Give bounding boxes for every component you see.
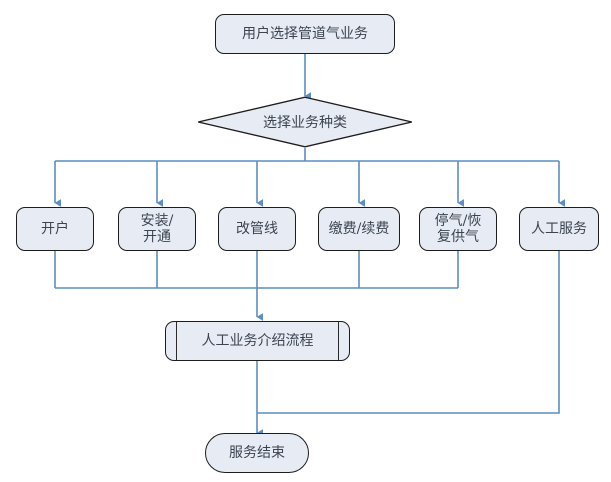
node-option-jiaofei-xufei[interactable]: 缴费/续费 [318, 207, 400, 251]
node-decision[interactable]: 选择业务种类 [197, 96, 413, 148]
process-bar-left [176, 322, 177, 360]
node-option-4-label: 缴费/续费 [328, 220, 390, 237]
node-start[interactable]: 用户选择管道气业务 [215, 14, 395, 54]
node-option-1-label: 开户 [41, 220, 69, 237]
node-option-rengong-fuwu[interactable]: 人工服务 [519, 207, 599, 251]
node-process-label: 人工业务介绍流程 [201, 332, 314, 349]
node-decision-label: 选择业务种类 [263, 115, 347, 131]
node-option-6-label: 人工服务 [531, 220, 587, 237]
diamond-shape [198, 96, 412, 148]
node-end[interactable]: 服务结束 [205, 433, 309, 473]
node-option-3-label: 改管线 [236, 220, 278, 237]
node-option-kaihu[interactable]: 开户 [16, 207, 94, 251]
node-start-label: 用户选择管道气业务 [242, 25, 368, 42]
node-option-anzhuang-kaitong[interactable]: 安装/ 开通 [118, 207, 196, 251]
node-option-tingqi-huifu[interactable]: 停气/恢 复供气 [419, 207, 497, 251]
node-process-manual-intro[interactable]: 人工业务介绍流程 [165, 321, 350, 361]
node-option-2-label: 安装/ 开通 [140, 212, 174, 245]
node-end-label: 服务结束 [229, 444, 285, 461]
node-option-gaiguanxian[interactable]: 改管线 [218, 207, 296, 251]
node-option-5-label: 停气/恢 复供气 [434, 212, 482, 245]
process-bar-right [338, 322, 339, 360]
